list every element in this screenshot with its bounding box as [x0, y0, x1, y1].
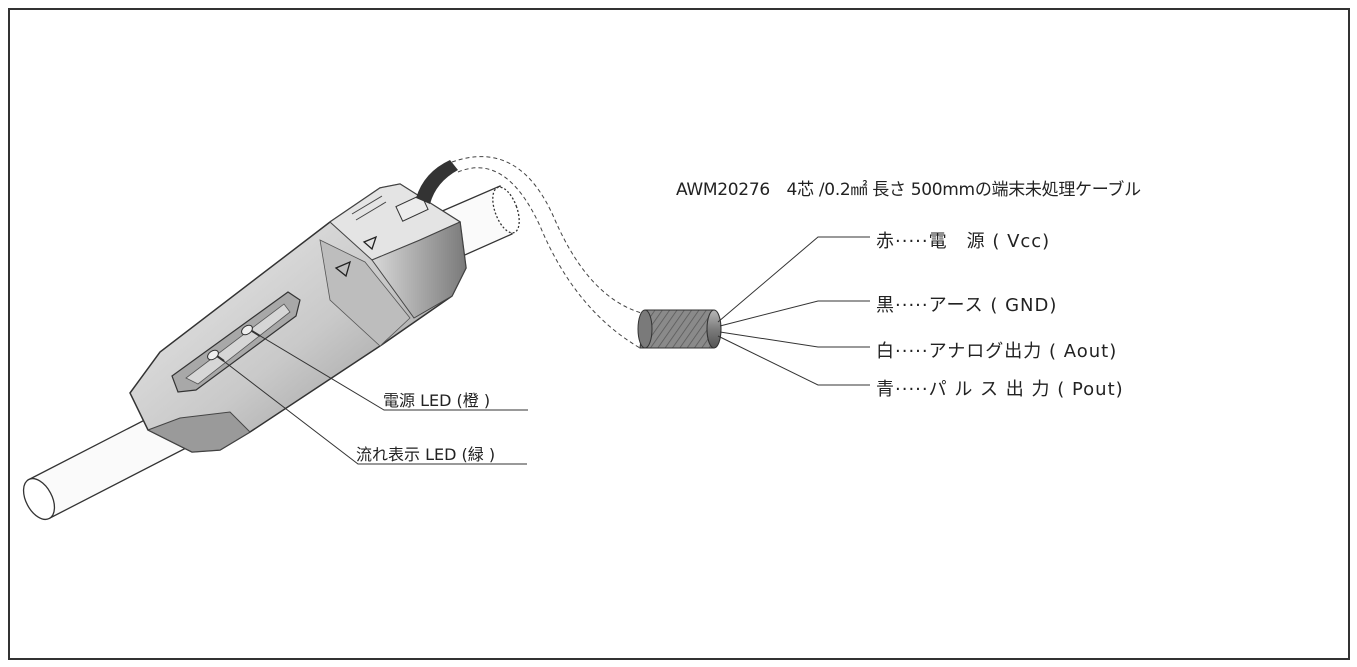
cable-jacket — [637, 309, 722, 349]
pipe-lower — [22, 407, 191, 521]
wire-label-white: 白·····アナログ出力 ( Aout) — [876, 341, 1118, 362]
diagram-frame — [8, 8, 1350, 660]
cable-description: AWM20276 4芯 /0.2㎟ 長さ 500mmの端末未処理ケーブル — [676, 180, 1141, 200]
sensor-body — [129, 183, 467, 453]
led-leaders — [216, 330, 528, 465]
cable-exit — [416, 160, 458, 204]
wire-label-blue: 青·····パ ル ス 出 力 ( Pout) — [876, 379, 1124, 400]
wire-label-red: 赤·····電 源 ( Vcc) — [876, 231, 1051, 252]
wire-leaders — [717, 236, 870, 386]
wire-label-black: 黒·····アース ( GND) — [876, 295, 1058, 316]
cable-dashed — [451, 156, 646, 349]
power-led-label: 電源 LED (橙 ) — [383, 391, 491, 410]
flow-led-label: 流れ表示 LED (緑 ) — [356, 445, 496, 464]
